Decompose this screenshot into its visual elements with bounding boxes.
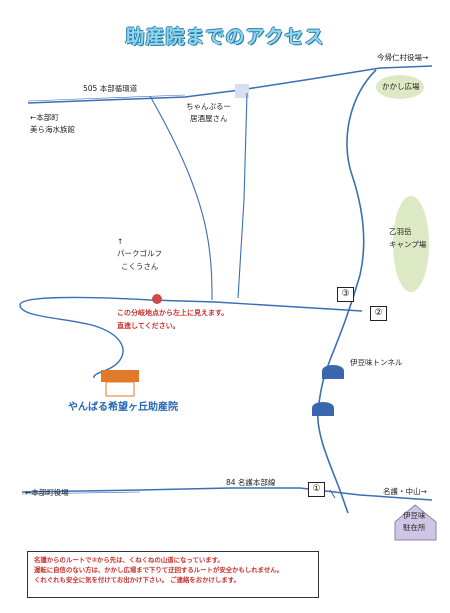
- tunnel-icon: [322, 365, 344, 379]
- road-champuru: [237, 92, 248, 299]
- waypoint-1: ①: [308, 482, 325, 497]
- road-505-label: 505 本部循環道: [83, 84, 138, 93]
- clinic-name: やんばる希望ヶ丘助産院: [68, 402, 178, 413]
- clinic-building-body: [105, 381, 135, 397]
- otowadake-label-2: キャンプ場: [389, 240, 427, 249]
- champuru-label-2: 居酒屋さん: [190, 114, 228, 123]
- park-golf-arrow: ↑: [117, 237, 124, 246]
- notice-line-1: 名護からのルートで③から先は、くねくねの山道になっています。: [34, 556, 224, 564]
- imakijin-label: 今帰仁村役場→: [377, 53, 429, 62]
- junction-note-2: 直進してください。: [117, 322, 180, 330]
- mountain-road: [316, 69, 377, 514]
- police-box-icon: [394, 504, 437, 541]
- aquarium-label: 美ら海水族館: [30, 125, 75, 134]
- motobu-office-label: ←本部町役場: [25, 488, 69, 497]
- clinic-building-roof: [101, 370, 139, 382]
- kokusan-label: こくうさん: [121, 262, 159, 271]
- road-84-label: 84 名護本部線: [226, 478, 276, 487]
- otowadake-camp-area: [393, 196, 429, 292]
- izumi-office-label-2: 駐在所: [403, 523, 426, 532]
- nago-label: 名護・中山→: [383, 487, 427, 496]
- kakashi-park-area: [376, 75, 424, 99]
- otowadake-label-1: 乙羽岳: [389, 227, 412, 236]
- park-golf-label: パークゴルフ: [117, 249, 162, 258]
- champuru-label-1: ちゃんぷるー: [186, 102, 231, 111]
- waypoint-3: ③: [337, 287, 354, 302]
- tunnel-icon: [312, 402, 334, 416]
- notice-line-2: 運転に自信のない方は、かかし広場まで下りて迂回するルートが安全かもしれません。: [34, 565, 284, 574]
- route-notice: 名護からのルートで③から先は、くねくねの山道になっています。 運転に自信のない方…: [27, 551, 319, 598]
- waypoint-2: ②: [370, 306, 387, 321]
- junction-marker: [152, 294, 162, 304]
- kakashi-label: かかし広場: [382, 82, 420, 91]
- notice-line-3: くれぐれも安全に気を付けてお出かけ下さい。 ご連絡をおかけします。: [34, 575, 240, 584]
- page-title: 助産院までのアクセス: [125, 26, 325, 48]
- izumi-office-label-1: 伊豆味: [403, 511, 426, 520]
- road-505: [27, 65, 433, 104]
- road-clinic-loop: [19, 296, 363, 379]
- izumi-tunnel-label: 伊豆味トンネル: [350, 358, 403, 367]
- road-to-park-golf: [149, 95, 213, 301]
- road-84: [21, 487, 433, 501]
- junction-note-1: この分岐地点から左上に見えます。: [117, 309, 229, 317]
- champuru-building: [235, 84, 249, 98]
- motobu-town-label: ←本部町: [30, 113, 59, 122]
